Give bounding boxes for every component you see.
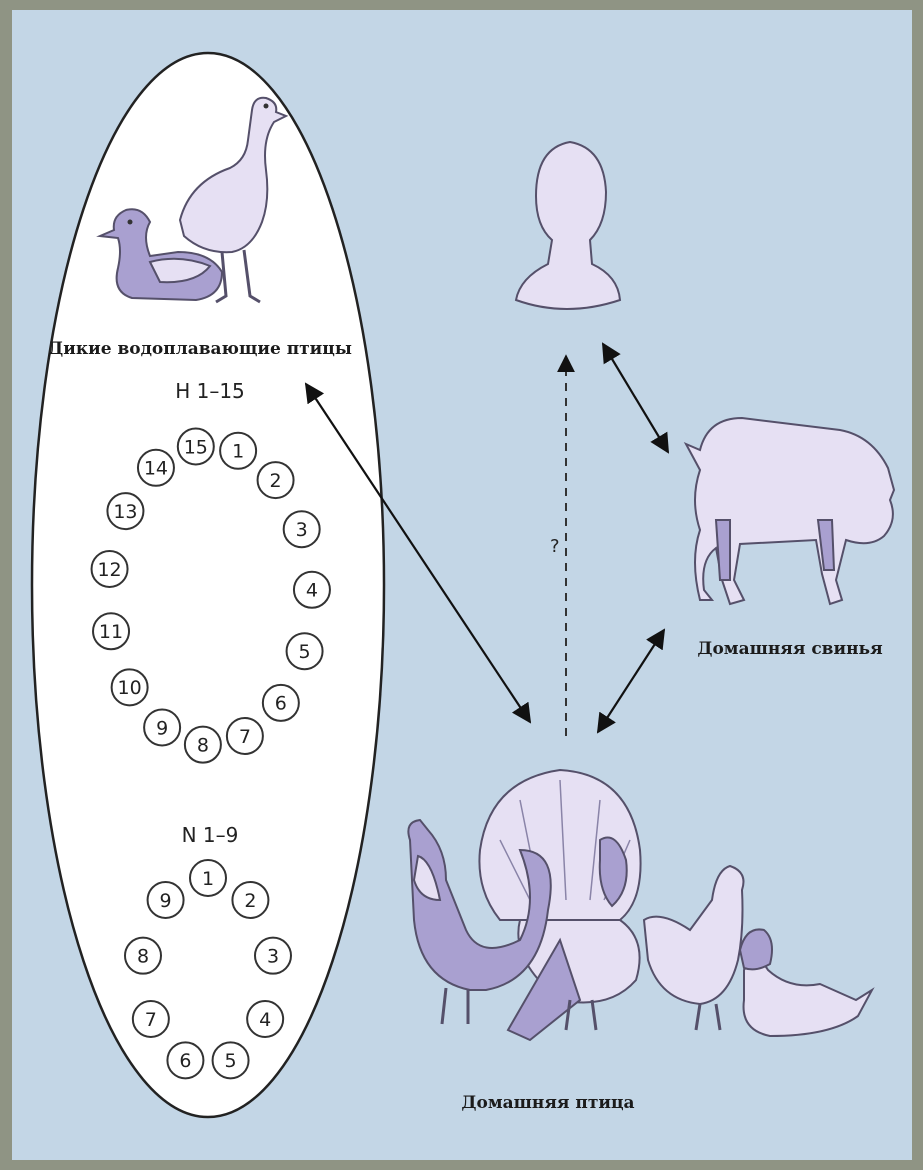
h-group-title: H 1–15 <box>175 379 245 403</box>
n-subtype-number: 5 <box>225 1050 237 1072</box>
label-domestic-poultry: Домашняя птица <box>461 1093 634 1113</box>
h-subtype-number: 2 <box>270 470 282 492</box>
n-subtype-number: 9 <box>160 890 172 912</box>
h-subtype-number: 12 <box>97 559 121 581</box>
h-subtype-number: 13 <box>113 501 137 523</box>
h-subtype-number: 9 <box>156 717 168 739</box>
h-subtype-number: 11 <box>99 621 123 643</box>
h-subtype-number: 14 <box>144 458 168 480</box>
n-subtype-number: 4 <box>259 1009 271 1031</box>
n-subtype-number: 6 <box>179 1050 191 1072</box>
n-group-title: N 1–9 <box>182 823 239 847</box>
h-subtype-number: 8 <box>197 734 209 756</box>
label-wild-birds: Дикие водоплавающие птицы <box>48 339 352 359</box>
h-subtype-number: 4 <box>306 580 318 602</box>
question-mark: ? <box>550 536 560 557</box>
n-subtype-number: 3 <box>267 946 279 968</box>
n-subtype-number: 1 <box>202 868 214 890</box>
label-domestic-pig: Домашняя свинья <box>697 639 882 659</box>
h-subtype-number: 7 <box>239 726 251 748</box>
h-subtype-number: 6 <box>275 693 287 715</box>
h-subtype-number: 10 <box>118 677 142 699</box>
h-subtype-number: 15 <box>184 436 208 458</box>
n-subtype-number: 2 <box>244 890 256 912</box>
h-subtype-number: 1 <box>232 441 244 463</box>
h-subtype-number: 3 <box>296 519 308 541</box>
n-subtype-number: 8 <box>137 946 149 968</box>
n-subtype-number: 7 <box>145 1009 157 1031</box>
h-subtype-number: 5 <box>299 641 311 663</box>
